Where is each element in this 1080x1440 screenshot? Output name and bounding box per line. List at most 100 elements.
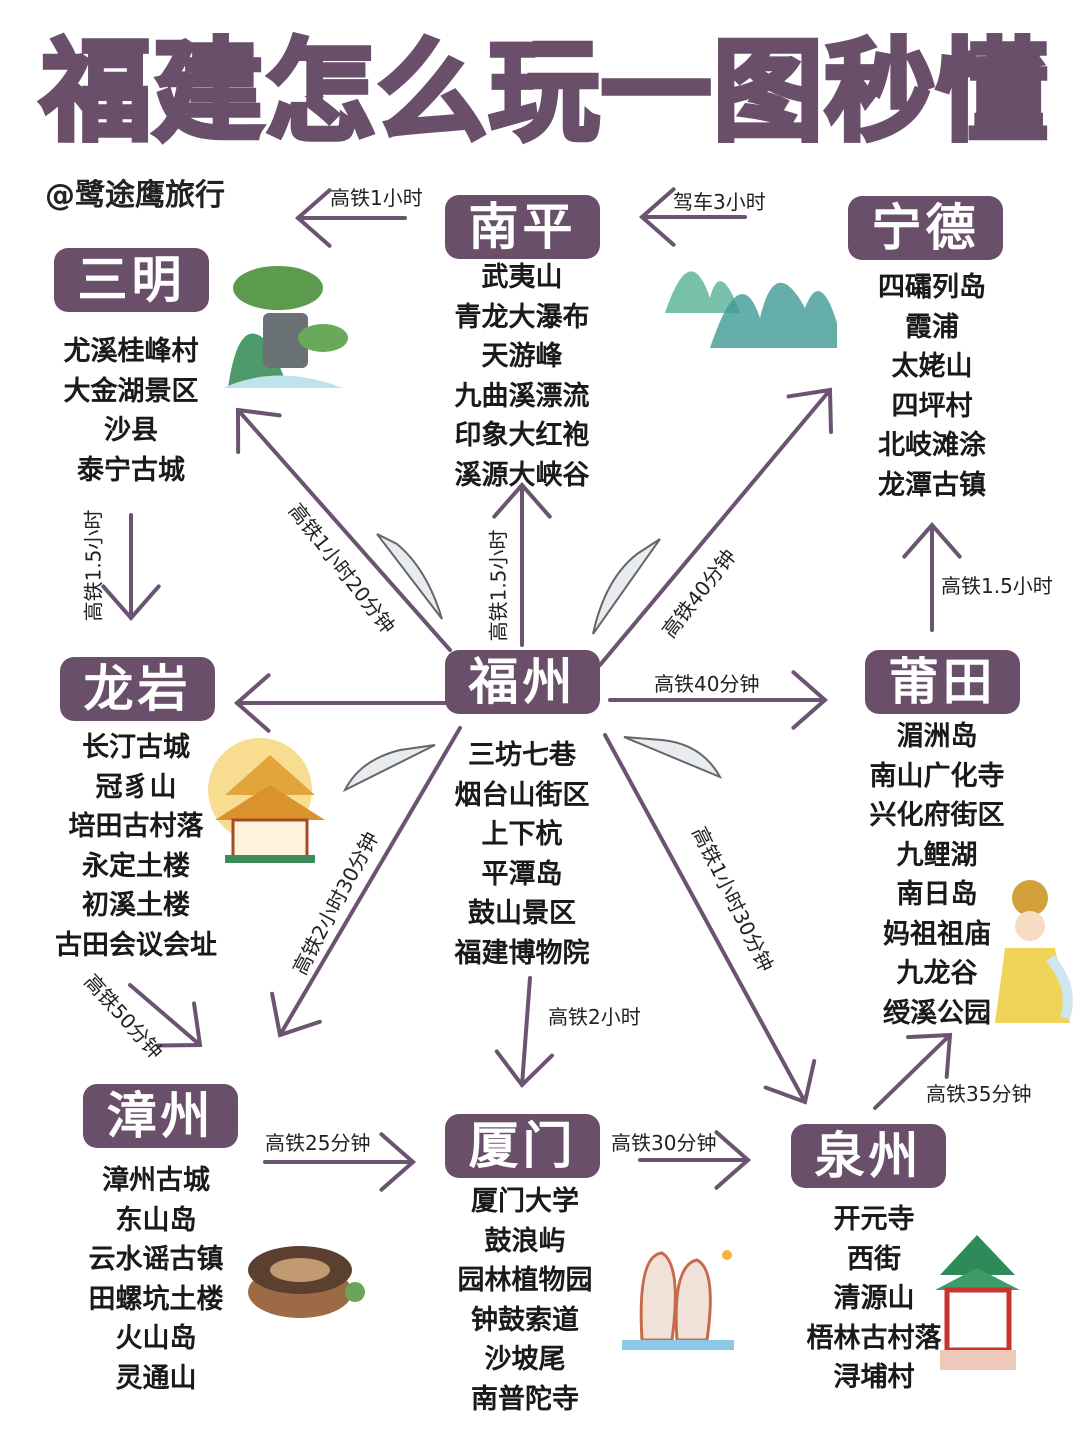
spot-item: 上下杭: [481, 819, 563, 850]
arrow-xiamen-quanzhou: [638, 1130, 752, 1190]
arrow-putian-ningde: [902, 521, 962, 632]
author-handle: @鹭途鹰旅行: [45, 178, 225, 213]
spot-item: 泰宁古城: [77, 454, 185, 486]
city-longyan: 龙岩: [60, 657, 215, 721]
spot-item: 霞浦: [905, 311, 959, 343]
spot-item: 湄洲岛: [896, 721, 978, 752]
arrow-fuzhou-ningde: [598, 387, 833, 667]
spot-item: 培田古村落: [68, 811, 204, 842]
spot-item: 鼓山景区: [468, 898, 576, 929]
city-sanming: 三明: [54, 248, 209, 312]
city-ningde: 宁德: [848, 196, 1003, 260]
spot-item: 北岐滩涂: [878, 430, 986, 461]
spots-nanping: 武夷山青龙大瀑布天游峰九曲溪漂流印象大红袍溪源大峡谷: [412, 258, 632, 495]
city-fuzhou: 福州: [445, 650, 600, 714]
green-mountains-icon: [665, 238, 840, 352]
arrow-fuzhou-longyan: [233, 673, 447, 733]
page-title: 福建怎么玩一图秒懂: [39, 27, 1050, 157]
pagoda-icon: [205, 735, 335, 869]
spot-item: 漳州古城: [102, 1165, 210, 1196]
spots-longyan: 长汀古城冠豸山培田古村落永定土楼初溪土楼古田会议会址: [26, 728, 246, 965]
spot-item: 长汀古城: [82, 732, 190, 763]
spot-item: 南山广化寺: [869, 760, 1005, 792]
arrow-quanzhou-putian: [873, 1032, 953, 1110]
spot-item: 永定土楼: [82, 850, 190, 882]
route-label-putian-ningde: 高铁1.5小时: [941, 574, 1053, 598]
arrow-longyan-zhangzhou: [128, 983, 203, 1048]
spot-item: 烟台山街区: [454, 779, 590, 811]
spot-item: 冠豸山: [95, 771, 177, 803]
spot-item: 火山岛: [115, 1323, 197, 1354]
city-nanping: 南平: [445, 195, 600, 259]
spot-item: 沙县: [104, 415, 158, 446]
spot-item: 梧林古村落: [806, 1322, 942, 1354]
spot-item: 初溪土楼: [82, 890, 190, 921]
pavilion-icon: [935, 1230, 1020, 1379]
spot-item: 西街: [847, 1243, 901, 1275]
arrow-fuzhou-nanping: [492, 481, 552, 647]
spot-item: 南普陀寺: [471, 1383, 579, 1415]
spot-item: 开元寺: [833, 1204, 915, 1235]
spot-item: 青龙大瀑布: [454, 301, 590, 333]
spot-item: 灵通山: [115, 1362, 197, 1394]
arrow-fuzhou-zhangzhou: [270, 726, 462, 1038]
route-label-ningde-nanping: 驾车3小时: [673, 190, 766, 214]
city-putian: 莆田: [865, 650, 1020, 714]
spot-item: 田螺坑土楼: [88, 1283, 224, 1315]
route-label-fuzhou-putian: 高铁40分钟: [654, 672, 760, 696]
tulou-icon: [245, 1232, 365, 1326]
city-xiamen: 厦门: [445, 1114, 600, 1178]
spot-item: 古田会议会址: [55, 929, 217, 961]
spot-item: 溪源大峡谷: [454, 459, 590, 491]
spot-item: 福建博物院: [454, 937, 590, 969]
arrow-nanping-sanming: [294, 188, 407, 248]
spot-item: 东山岛: [115, 1204, 197, 1236]
train-icon: [585, 534, 663, 642]
route-label-sanming-longyan: 高铁1.5小时: [81, 509, 106, 622]
spot-item: 四坪村: [891, 390, 973, 422]
spot-item: 九鲤湖: [896, 839, 978, 871]
route-label-zhangzhou-xiamen: 高铁25分钟: [265, 1131, 371, 1155]
route-label-fuzhou-xiamen: 高铁2小时: [548, 1005, 641, 1029]
spot-item: 沙坡尾: [484, 1344, 566, 1375]
spot-item: 九龙谷: [896, 958, 978, 989]
arrow-fuzhou-sanming: [235, 407, 452, 652]
spot-item: 厦门大学: [471, 1186, 579, 1217]
spots-putian: 湄洲岛南山广化寺兴化府街区九鲤湖南日岛妈祖祖庙九龙谷绶溪公园: [827, 717, 1047, 1033]
spot-item: 龙潭古镇: [878, 469, 986, 501]
spot-item: 钟鼓索道: [471, 1304, 579, 1336]
spot-item: 四礵列岛: [878, 272, 986, 303]
spot-item: 平潭岛: [481, 858, 563, 890]
spot-item: 三坊七巷: [468, 740, 576, 771]
spots-xiamen: 厦门大学鼓浪屿园林植物园钟鼓索道沙坡尾南普陀寺: [415, 1182, 635, 1419]
train-icon: [622, 732, 723, 786]
spots-quanzhou: 开元寺西街清源山梧林古村落浔埔村: [764, 1200, 984, 1398]
arrow-fuzhou-quanzhou: [603, 733, 817, 1105]
spots-zhangzhou: 漳州古城东山岛云水谣古镇田螺坑土楼火山岛灵通山: [46, 1161, 266, 1398]
route-label-quanzhou-putian: 高铁35分钟: [926, 1082, 1032, 1106]
spots-ningde: 四礵列岛霞浦太姥山四坪村北岐滩涂龙潭古镇: [822, 268, 1042, 505]
arrow-fuzhou-xiamen: [494, 976, 554, 1089]
route-label-fuzhou-nanping: 高铁1.5小时: [486, 529, 511, 642]
route-label-nanping-sanming: 高铁1小时: [330, 186, 423, 210]
spot-item: 南日岛: [896, 879, 978, 910]
opera-figure-icon: [995, 878, 1075, 1037]
twin-towers-icon: [622, 1245, 737, 1359]
spot-item: 尤溪桂峰村: [63, 336, 199, 367]
train-icon: [340, 740, 440, 799]
city-zhangzhou: 漳州: [83, 1084, 238, 1148]
spot-item: 印象大红袍: [454, 420, 590, 451]
spots-sanming: 尤溪桂峰村大金湖景区沙县泰宁古城: [21, 332, 241, 490]
spots-fuzhou: 三坊七巷烟台山街区上下杭平潭岛鼓山景区福建博物院: [412, 736, 632, 973]
spot-item: 天游峰: [481, 341, 563, 372]
arrow-sanming-longyan: [101, 513, 161, 622]
arrow-zhangzhou-xiamen: [263, 1132, 417, 1192]
pine-tree-landmark-icon: [218, 258, 348, 397]
spot-item: 鼓浪屿: [484, 1225, 566, 1257]
train-icon: [372, 524, 450, 632]
arrow-ningde-nanping: [638, 187, 747, 247]
spot-item: 清源山: [833, 1283, 915, 1314]
spot-item: 绶溪公园: [883, 997, 991, 1029]
spot-item: 兴化府街区: [869, 800, 1005, 831]
